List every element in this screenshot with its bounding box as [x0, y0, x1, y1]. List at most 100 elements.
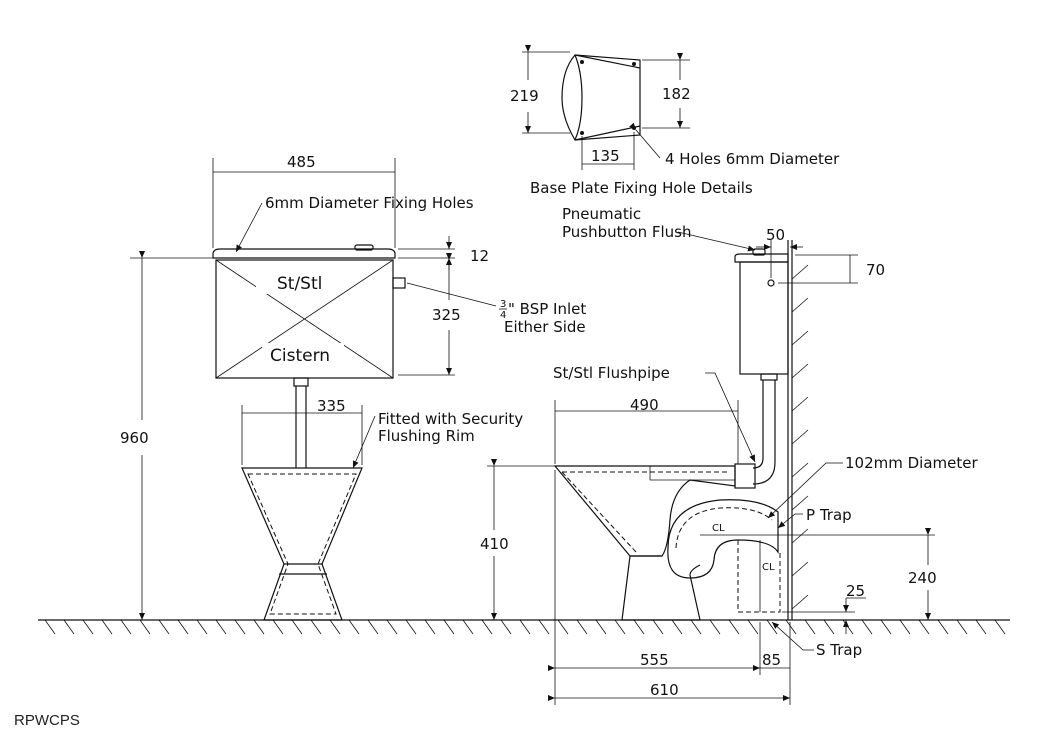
wall-hatch-line: [791, 363, 809, 379]
inlet-label-2: Either Side: [504, 318, 586, 336]
floor-hatch-line: [348, 619, 360, 635]
floor-hatch-line: [633, 619, 645, 635]
outlet-diameter-label: 102mm Diameter: [845, 454, 978, 472]
fixing-holes-label: 6mm Diameter Fixing Holes: [265, 194, 474, 212]
floor-hatch-line: [272, 619, 284, 635]
floor-hatch-line: [196, 619, 208, 635]
dim-555: 555: [640, 651, 669, 669]
rim-label: Fitted with Security: [378, 410, 523, 428]
flush-drop-dim: 70: [866, 261, 885, 279]
s-trap-offset-dim: 25: [846, 582, 865, 600]
floor-hatch-line: [101, 619, 113, 635]
cistern-label: Cistern: [270, 346, 330, 366]
floor-hatch-line: [500, 619, 512, 635]
floor-hatch-line: [690, 619, 702, 635]
floor-hatch-line: [462, 619, 474, 635]
trap-height-dim: 240: [908, 569, 937, 587]
lid-thickness-dim: 12: [470, 247, 489, 265]
floor-line: [38, 619, 1010, 635]
pan-width-dim: 335: [317, 397, 346, 415]
pan-height-dim: 410: [480, 535, 509, 553]
wall: [787, 240, 809, 620]
floor-hatch-line: [538, 619, 550, 635]
floor-hatch-line: [234, 619, 246, 635]
drawing-code: RPWCPS: [14, 712, 80, 729]
flush-label-2: Pushbutton Flush: [562, 223, 691, 241]
floor-hatch-line: [918, 619, 930, 635]
wall-hatch-line: [791, 429, 809, 445]
cistern-height-dim: 325: [432, 306, 461, 324]
inlet-fraction-den: 4: [500, 310, 506, 321]
floor-hatch-line: [519, 619, 531, 635]
floor-hatch-line: [291, 619, 303, 635]
floor-hatch-line: [823, 619, 835, 635]
floor-hatch-line: [671, 619, 683, 635]
front-view: 485 6mm Diameter Fixing Holes St/Stl Cis…: [120, 153, 586, 621]
inlet-fraction-num: 3: [500, 299, 506, 310]
floor-hatch-line: [785, 619, 797, 635]
s-trap-label: S Trap: [816, 641, 862, 659]
cistern-width-dim: 485: [287, 153, 316, 171]
floor-hatch-line: [120, 619, 132, 635]
floor-hatch-line: [82, 619, 94, 635]
floor-hatch-line: [215, 619, 227, 635]
floor-hatch-line: [595, 619, 607, 635]
cistern-material: St/Stl: [277, 274, 322, 294]
floor-hatch-line: [728, 619, 740, 635]
wall-hatch-line: [791, 462, 809, 478]
wall-hatch-line: [791, 561, 809, 577]
base-plate-caption: Base Plate Fixing Hole Details: [530, 179, 753, 197]
floor-hatch-line: [557, 619, 569, 635]
floor-hatch-line: [804, 619, 816, 635]
floor-hatch-line: [158, 619, 170, 635]
dim-610: 610: [650, 681, 679, 699]
floor-hatch-line: [253, 619, 265, 635]
holes-note: 4 Holes 6mm Diameter: [665, 150, 840, 168]
rim-label-2: Flushing Rim: [378, 427, 475, 445]
wall-hatch-line: [791, 594, 809, 610]
base-plate-height-left: 219: [510, 87, 539, 105]
floor-hatch-line: [405, 619, 417, 635]
wall-hatch-line: [791, 495, 809, 511]
dim-85: 85: [762, 651, 781, 669]
floor-hatch-line: [424, 619, 436, 635]
flushpipe-label: St/Stl Flushpipe: [553, 364, 670, 382]
floor-hatch-line: [937, 619, 949, 635]
floor-hatch-line: [880, 619, 892, 635]
overall-height-dim: 960: [120, 429, 149, 447]
wall-hatch-line: [791, 297, 809, 313]
base-plate-width: 135: [591, 147, 620, 165]
floor-hatch-line: [63, 619, 75, 635]
floor-hatch-line: [139, 619, 151, 635]
centerline-b: CL: [762, 562, 775, 573]
wall-hatch-line: [791, 264, 809, 280]
floor-hatch-line: [861, 619, 873, 635]
floor-hatch-line: [481, 619, 493, 635]
floor-hatch-line: [842, 619, 854, 635]
floor-hatch-line: [899, 619, 911, 635]
floor-hatch-line: [443, 619, 455, 635]
floor-hatch-line: [367, 619, 379, 635]
floor-hatch-line: [386, 619, 398, 635]
flush-label: Pneumatic: [562, 205, 641, 223]
pan-depth-dim: 490: [630, 396, 659, 414]
centerline-a: CL: [712, 523, 725, 534]
floor-hatch-line: [956, 619, 968, 635]
inlet-label: " BSP Inlet: [508, 300, 586, 318]
floor-hatch-line: [652, 619, 664, 635]
wall-hatch-line: [791, 528, 809, 544]
floor-hatch-line: [177, 619, 189, 635]
floor-hatch-line: [747, 619, 759, 635]
floor-hatch-line: [709, 619, 721, 635]
floor-hatch-line: [614, 619, 626, 635]
side-view: Pneumatic Pushbutton Flush 50 70 St/Stl …: [480, 205, 978, 705]
floor-hatch-line: [329, 619, 341, 635]
base-plate-height-right: 182: [662, 85, 691, 103]
p-trap-label: P Trap: [806, 506, 852, 524]
flush-offset-dim: 50: [766, 226, 785, 244]
wall-hatch-line: [791, 330, 809, 346]
wall-hatch-line: [791, 396, 809, 412]
base-plate-detail: 219 182 135 4 Holes 6mm Diameter Base Pl…: [510, 45, 840, 197]
floor-hatch-line: [576, 619, 588, 635]
